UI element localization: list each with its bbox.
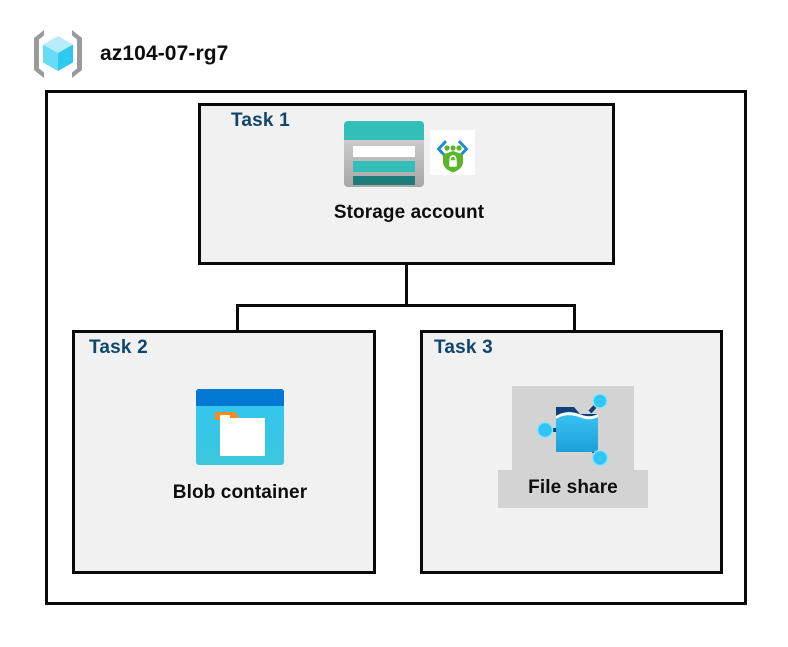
task-1-label: Task 1: [231, 110, 290, 131]
resource-group-icon: [30, 27, 86, 81]
file-share-icon: [512, 386, 634, 470]
storage-account-icon-group: [343, 120, 475, 194]
blob-container-node[interactable]: Blob container: [150, 388, 330, 504]
connector-horizontal-bar: [236, 304, 576, 307]
storage-account-node[interactable]: Storage account: [294, 120, 524, 224]
resource-group-header: az104-07-rg7: [30, 27, 228, 81]
task-3-label: Task 3: [434, 337, 493, 358]
blob-container-icon: [195, 388, 285, 466]
file-share-label: File share: [498, 470, 648, 508]
task-2-label: Task 2: [89, 337, 148, 358]
blob-container-label: Blob container: [172, 482, 308, 503]
file-share-node[interactable]: File share: [480, 386, 666, 508]
storage-account-icon: [343, 120, 425, 188]
private-endpoint-icon: [430, 120, 475, 175]
storage-account-label: Storage account: [333, 202, 485, 223]
resource-group-name: az104-07-rg7: [100, 42, 229, 65]
connector-storage-stem: [405, 233, 408, 307]
